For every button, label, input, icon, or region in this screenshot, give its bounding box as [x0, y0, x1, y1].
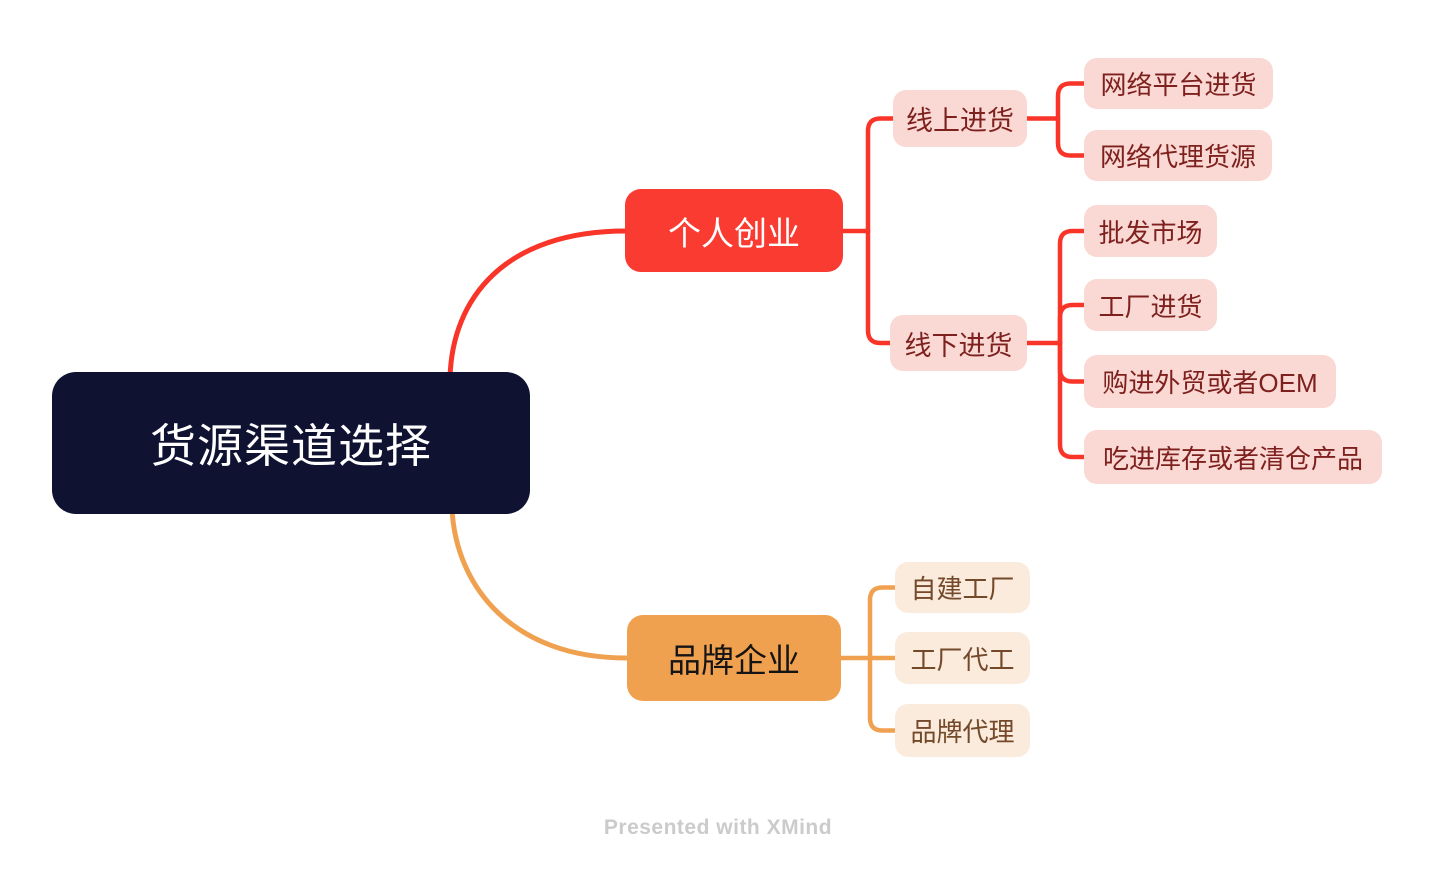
- connector-offline-to-c3: [1057, 228, 1087, 346]
- main-topic-personal[interactable]: 个人创业: [625, 189, 843, 272]
- xmind-watermark: Presented with XMind: [603, 816, 833, 839]
- subtopic-offline-purchasing[interactable]: 线下进货: [890, 315, 1027, 371]
- topic-self-built-factory[interactable]: 自建工厂: [895, 562, 1030, 613]
- connector-personal-to-offline: [865, 228, 893, 346]
- topic-online-platform[interactable]: 网络平台进货: [1084, 58, 1273, 109]
- connector-offline-to-c4: [1057, 302, 1087, 346]
- connector-online-to-c1: [1055, 81, 1087, 121]
- topic-factory-oem[interactable]: 工厂代工: [895, 632, 1030, 684]
- connector-root-to-personal: [447, 228, 629, 381]
- topic-wholesale-market[interactable]: 批发市场: [1084, 205, 1217, 257]
- connector-online-to-c2: [1055, 116, 1087, 158]
- connector-brand-to-b1: [867, 585, 898, 661]
- topic-online-agent[interactable]: 网络代理货源: [1084, 130, 1272, 181]
- connector-personal-to-online: [865, 116, 896, 234]
- topic-factory-purchase[interactable]: 工厂进货: [1084, 279, 1217, 331]
- topic-brand-agency[interactable]: 品牌代理: [895, 704, 1030, 757]
- topic-foreign-trade-oem[interactable]: 购进外贸或者OEM: [1084, 355, 1336, 408]
- connector-offline-to-c6: [1057, 340, 1087, 460]
- main-topic-brand[interactable]: 品牌企业: [627, 615, 841, 701]
- central-topic[interactable]: 货源渠道选择: [52, 372, 530, 514]
- subtopic-online-purchasing[interactable]: 线上进货: [893, 90, 1027, 147]
- topic-stock-clearance[interactable]: 吃进库存或者清仓产品: [1084, 430, 1382, 484]
- connector-offline-to-c5: [1057, 340, 1087, 384]
- connector-brand-to-b3: [867, 655, 898, 733]
- connector-root-to-brand: [449, 506, 629, 661]
